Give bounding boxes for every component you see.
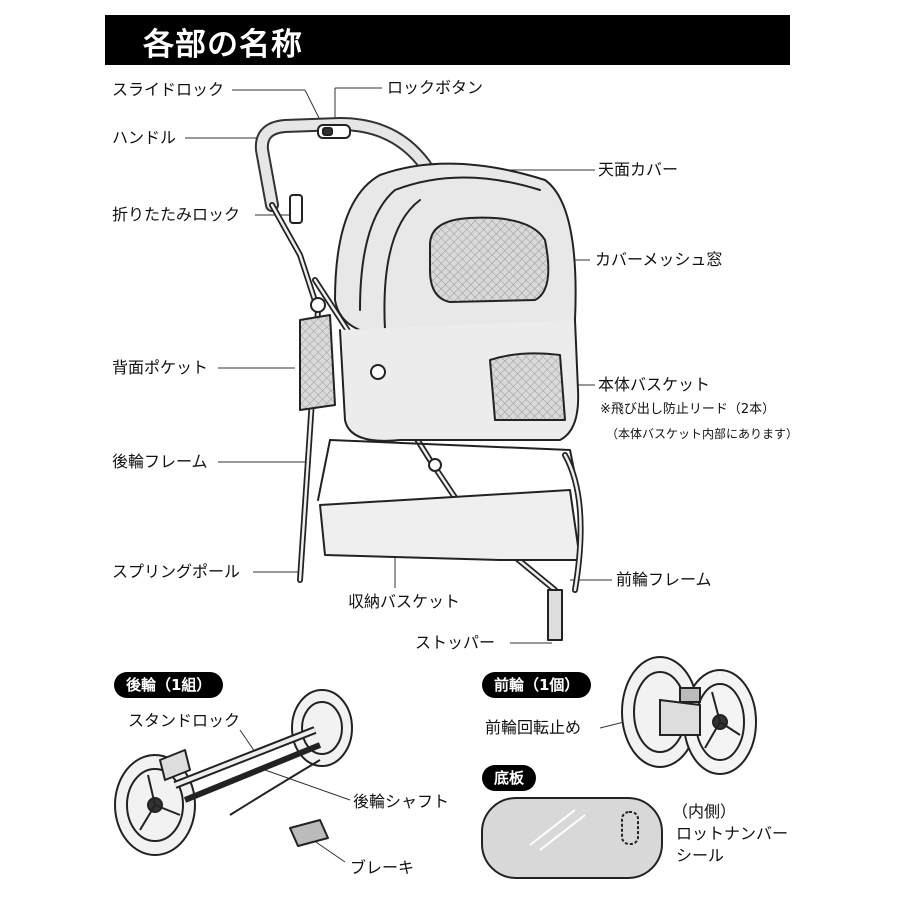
- label-lock-button: ロックボタン: [387, 78, 484, 97]
- label-stopper: ストッパー: [415, 633, 496, 652]
- label-front-rotation-lock: 前輪回転止め: [485, 718, 582, 737]
- pill-front-wheel: 前輪（1個）: [482, 672, 592, 698]
- label-back-pocket: 背面ポケット: [112, 358, 209, 377]
- page-title: 各部の名称: [143, 27, 303, 63]
- label-lot-sticker-2: シール: [676, 846, 725, 865]
- label-slide-lock: スライドロック: [112, 80, 225, 99]
- label-storage-basket: 収納バスケット: [348, 592, 461, 611]
- title-bar: 各部の名称: [105, 15, 790, 65]
- pill-bottom-board: 底板: [482, 765, 537, 791]
- label-stand-lock: スタンドロック: [128, 711, 241, 730]
- label-lot-sticker-1: ロットナンバー: [676, 824, 789, 843]
- label-leash-note2: （本体バスケット内部にあります）: [606, 427, 799, 441]
- label-cover-mesh: カバーメッシュ窓: [595, 250, 723, 269]
- pill-rear-wheels: 後輪（1組）: [114, 672, 224, 698]
- label-spring-pole: スプリングポール: [112, 562, 241, 581]
- rear-wheels-set: [114, 689, 353, 856]
- front-wheel: [621, 656, 757, 775]
- label-front-frame: 前輪フレーム: [616, 570, 712, 589]
- label-fold-lock: 折りたたみロック: [112, 205, 241, 224]
- label-brake: ブレーキ: [350, 858, 415, 877]
- label-inner-side: （内側）: [672, 802, 737, 821]
- label-leash-note: ※飛び出し防止リード（2本）: [600, 402, 776, 417]
- label-basket: 本体バスケット: [598, 375, 711, 394]
- label-rear-shaft: 後輪シャフト: [353, 792, 450, 811]
- label-handle: ハンドル: [112, 128, 177, 147]
- stroller-main: [254, 117, 584, 641]
- label-rear-frame: 後輪フレーム: [112, 452, 208, 471]
- label-top-cover: 天面カバー: [598, 160, 679, 179]
- bottom-board: [481, 797, 663, 879]
